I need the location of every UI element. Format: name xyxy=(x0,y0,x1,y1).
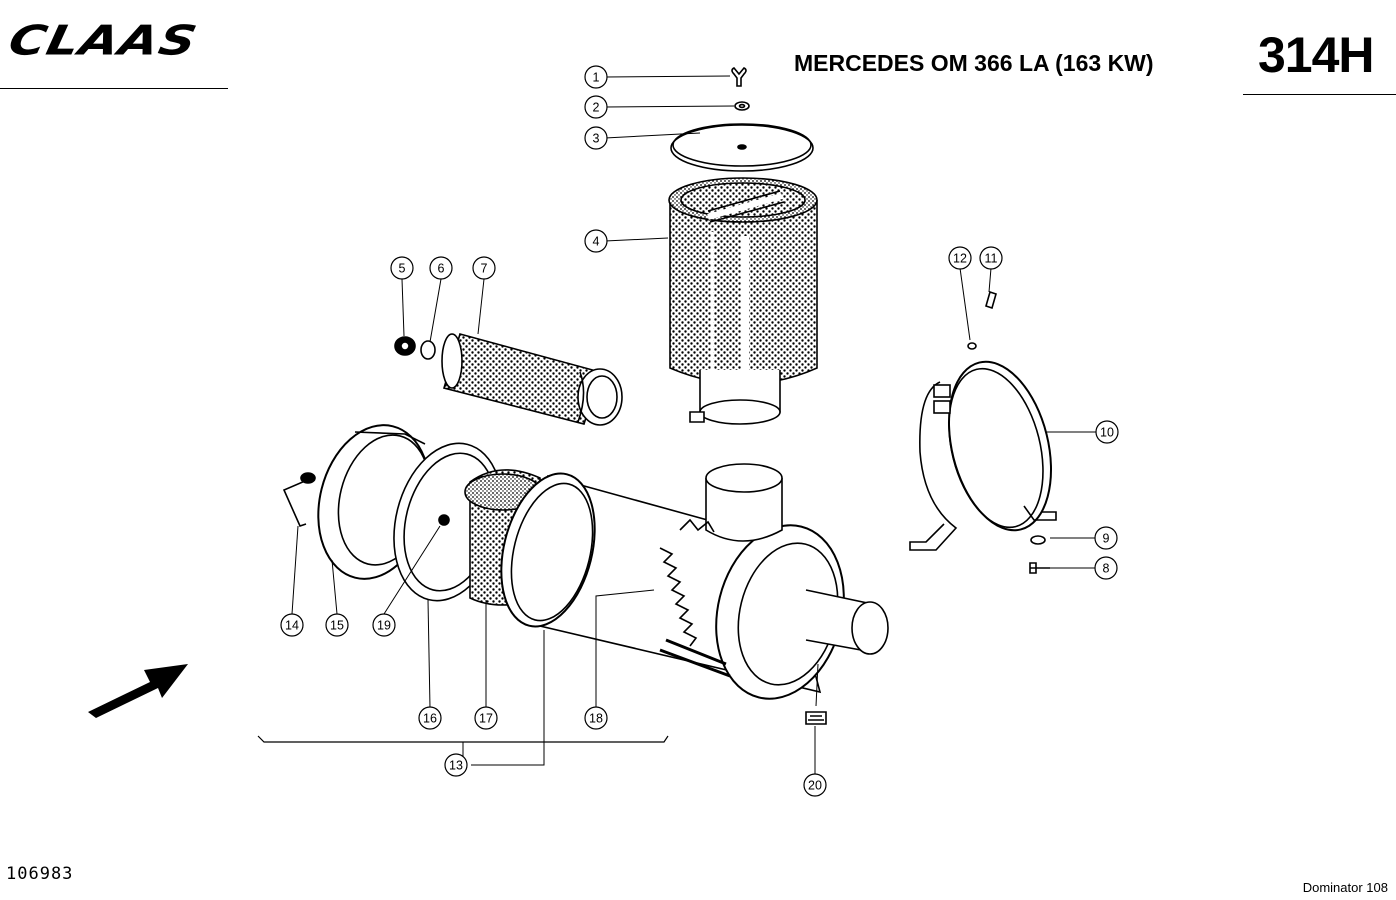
main-filter-housing xyxy=(500,463,889,700)
svg-text:19: 19 xyxy=(377,619,391,633)
dust-valve xyxy=(805,711,827,725)
svg-text:8: 8 xyxy=(1103,562,1110,576)
svg-text:10: 10 xyxy=(1100,426,1114,440)
washer-top xyxy=(734,101,750,111)
callout-20: 20 xyxy=(803,773,827,797)
seal-washer xyxy=(420,340,436,360)
pre-cleaner-housing xyxy=(668,177,818,425)
air-flow-arrow xyxy=(88,664,188,718)
filter-cover xyxy=(670,123,814,172)
header-rule-right xyxy=(1243,94,1396,95)
svg-text:16: 16 xyxy=(423,712,437,726)
callout-4: 4 xyxy=(584,229,608,253)
svg-text:18: 18 xyxy=(589,712,603,726)
callout-6: 6 xyxy=(429,256,453,280)
document-number: 106983 xyxy=(6,864,74,884)
wing-nut xyxy=(731,67,747,87)
callout-13: 13 xyxy=(444,753,468,777)
callout-2: 2 xyxy=(584,95,608,119)
callout-16: 16 xyxy=(418,706,442,730)
callout-18: 18 xyxy=(584,706,608,730)
callout-11: 11 xyxy=(979,246,1003,270)
engine-model-title: MERCEDES OM 366 LA (163 KW) xyxy=(794,50,1154,76)
callout-3: 3 xyxy=(584,126,608,150)
assembly-bracket xyxy=(257,735,669,743)
callout-9: 9 xyxy=(1094,526,1118,550)
bolt-right xyxy=(1029,562,1050,574)
svg-text:2: 2 xyxy=(593,101,600,115)
svg-text:11: 11 xyxy=(985,252,998,266)
machine-model: Dominator 108 xyxy=(1302,880,1388,895)
callout-19: 19 xyxy=(372,613,396,637)
callout-1: 1 xyxy=(584,65,608,89)
svg-text:1: 1 xyxy=(593,71,600,85)
svg-text:20: 20 xyxy=(808,779,822,793)
mounting-band xyxy=(909,290,1057,551)
safety-cartridge xyxy=(441,333,623,426)
svg-text:4: 4 xyxy=(593,235,600,249)
svg-text:12: 12 xyxy=(953,252,967,266)
callout-8: 8 xyxy=(1094,556,1118,580)
callouts: 1 2 3 4 5 6 7 8 9 10 11 12 13 14 15 16 1… xyxy=(280,65,1119,797)
svg-text:5: 5 xyxy=(399,262,406,276)
svg-text:15: 15 xyxy=(330,619,344,633)
callout-14: 14 xyxy=(280,613,304,637)
svg-text:6: 6 xyxy=(438,262,445,276)
washer-right xyxy=(1030,535,1046,545)
callout-17: 17 xyxy=(474,706,498,730)
callout-15: 15 xyxy=(325,613,349,637)
callout-7: 7 xyxy=(472,256,496,280)
callout-12: 12 xyxy=(948,246,972,270)
leader-lines xyxy=(291,75,1096,774)
header-rule-left xyxy=(0,88,228,89)
svg-text:9: 9 xyxy=(1103,532,1110,546)
sheet-number: 314H xyxy=(1258,27,1375,83)
svg-text:14: 14 xyxy=(285,619,299,633)
svg-text:17: 17 xyxy=(479,712,493,726)
callout-10: 10 xyxy=(1095,420,1119,444)
hex-nut xyxy=(394,336,416,356)
svg-text:3: 3 xyxy=(593,132,600,146)
svg-text:7: 7 xyxy=(481,262,488,276)
svg-text:13: 13 xyxy=(449,759,463,773)
callout-5: 5 xyxy=(390,256,414,280)
